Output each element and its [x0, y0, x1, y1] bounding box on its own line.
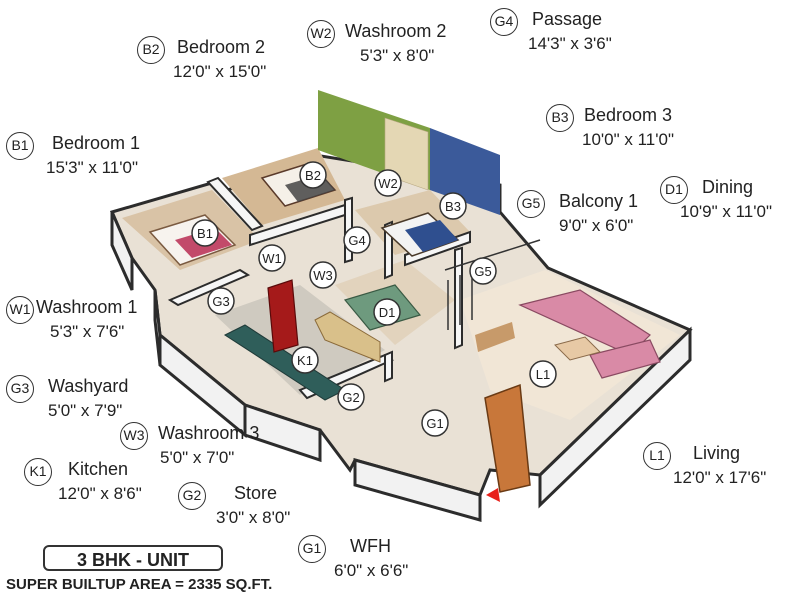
- plan-tag-w1: W1: [258, 244, 286, 272]
- room-name: WFH: [350, 536, 391, 556]
- room-dimensions: 12'0" x 17'6": [673, 468, 767, 487]
- room-code-badge: D1: [660, 176, 688, 204]
- room-code-badge: G1: [298, 535, 326, 563]
- sofa-set: [518, 289, 661, 379]
- plan-tag-circle: [529, 360, 557, 388]
- plan-tag-circle: [421, 409, 449, 437]
- plan-tag-label: G2: [342, 390, 359, 405]
- room-code-badge: W2: [307, 20, 335, 48]
- room-name: Balcony 1: [559, 191, 639, 211]
- room-dimensions: 10'0" x 11'0": [582, 130, 674, 149]
- entry-arrow: [486, 488, 500, 502]
- room-dimensions: 5'0" x 7'9": [48, 401, 123, 420]
- plan-tag-l1: L1: [529, 360, 557, 388]
- room-name: Bedroom 3: [584, 105, 673, 125]
- room-code-badge: B1: [6, 132, 34, 160]
- plan-tag-circle: [299, 161, 327, 189]
- room-code-badge: G2: [178, 482, 206, 510]
- room-name: Kitchen: [68, 459, 129, 479]
- room-name: Dining: [702, 177, 754, 197]
- plan-tag-circle: [439, 192, 467, 220]
- room-code-badge: B3: [546, 104, 574, 132]
- room-code-badge: L1: [643, 442, 671, 470]
- plan-tag-w2: W2: [374, 169, 402, 197]
- room-name: Store: [234, 483, 278, 503]
- plan-tag-label: D1: [379, 305, 396, 320]
- room-dimensions: 14'3" x 3'6": [528, 34, 612, 53]
- room-dimensions: 5'0" x 7'0": [160, 448, 235, 467]
- plan-tag-k1: K1: [291, 346, 319, 374]
- room-dimensions: 6'0" x 6'6": [334, 561, 409, 580]
- plan-tag-circle: [309, 261, 337, 289]
- room-dimensions: 9'0" x 6'0": [559, 216, 634, 235]
- plan-tag-label: G5: [474, 264, 491, 279]
- outer-walls: [110, 211, 692, 522]
- plan-tag-label: B1: [197, 226, 213, 241]
- room-dimensions: 3'0" x 8'0": [216, 508, 291, 527]
- plan-tag-g1: G1: [421, 409, 449, 437]
- room-name: Bedroom 1: [52, 133, 141, 153]
- plan-tag-label: W1: [262, 251, 282, 266]
- room-name: Passage: [532, 9, 603, 29]
- room-dimensions: 10'9" x 11'0": [680, 202, 772, 221]
- plan-tag-w3: W3: [309, 261, 337, 289]
- plan-tag-g3: G3: [207, 287, 235, 315]
- room-dimensions: 12'0" x 15'0": [173, 62, 267, 81]
- bedroom-3-accent-wall: [430, 128, 500, 215]
- room-code-badge: W3: [120, 422, 148, 450]
- plan-tag-b1: B1: [191, 219, 219, 247]
- plan-tag-label: W2: [378, 176, 398, 191]
- plan-tag-circle: [291, 346, 319, 374]
- room-name: Washroom 1: [36, 297, 138, 317]
- plan-tag-circle: [469, 257, 497, 285]
- plan-tag-label: B2: [305, 168, 321, 183]
- kitchen-island: [314, 311, 381, 363]
- room-name: Living: [693, 443, 741, 463]
- room-dimensions: 12'0" x 8'6": [58, 484, 142, 503]
- refrigerator: [267, 279, 299, 353]
- plan-tag-circle: [258, 244, 286, 272]
- plan-tag-label: G4: [348, 233, 365, 248]
- entrance-door: [484, 383, 531, 493]
- plan-tag-circle: [191, 219, 219, 247]
- plan-tag-circle: [337, 383, 365, 411]
- bed-bedroom-3: [380, 212, 460, 257]
- plan-tag-circle: [343, 226, 371, 254]
- plan-tag-label: W3: [313, 268, 333, 283]
- super-builtup-area: SUPER BUILTUP AREA = 2335 SQ.FT.: [6, 576, 273, 593]
- room-code-badge: W1: [6, 296, 34, 324]
- plan-tag-circle: [374, 169, 402, 197]
- plan-tag-label: G3: [212, 294, 229, 309]
- room-code-badge: B2: [137, 36, 165, 64]
- plan-tag-label: B3: [445, 199, 461, 214]
- room-code-badge: G5: [517, 190, 545, 218]
- tv-unit: [475, 322, 515, 352]
- plan-tag-label: L1: [536, 367, 550, 382]
- kitchen-floor: [215, 285, 385, 395]
- room-code-badge: G3: [6, 375, 34, 403]
- unit-type-label: 3 BHK - UNIT: [43, 545, 223, 571]
- room-dimensions: 5'3" x 8'0": [360, 46, 435, 65]
- plan-tag-g5: G5: [469, 257, 497, 285]
- plan-tag-g4: G4: [343, 226, 371, 254]
- room-dimensions: 5'3" x 7'6": [50, 322, 125, 341]
- plan-tag-d1: D1: [373, 298, 401, 326]
- room-name: Washyard: [48, 376, 129, 396]
- plan-tag-g2: G2: [337, 383, 365, 411]
- plan-tag-label: K1: [297, 353, 313, 368]
- room-code-badge: K1: [24, 458, 52, 486]
- plan-tag-b3: B3: [439, 192, 467, 220]
- room-dimensions: 15'3" x 11'0": [46, 158, 138, 177]
- plan-tag-circle: [207, 287, 235, 315]
- plan-tag-b2: B2: [299, 161, 327, 189]
- room-code-badge: G4: [490, 8, 518, 36]
- room-name: Washroom 3: [158, 423, 260, 443]
- room-name: Washroom 2: [345, 21, 447, 41]
- room-name: Bedroom 2: [177, 37, 266, 57]
- plan-tag-circle: [373, 298, 401, 326]
- plan-tag-label: G1: [426, 416, 443, 431]
